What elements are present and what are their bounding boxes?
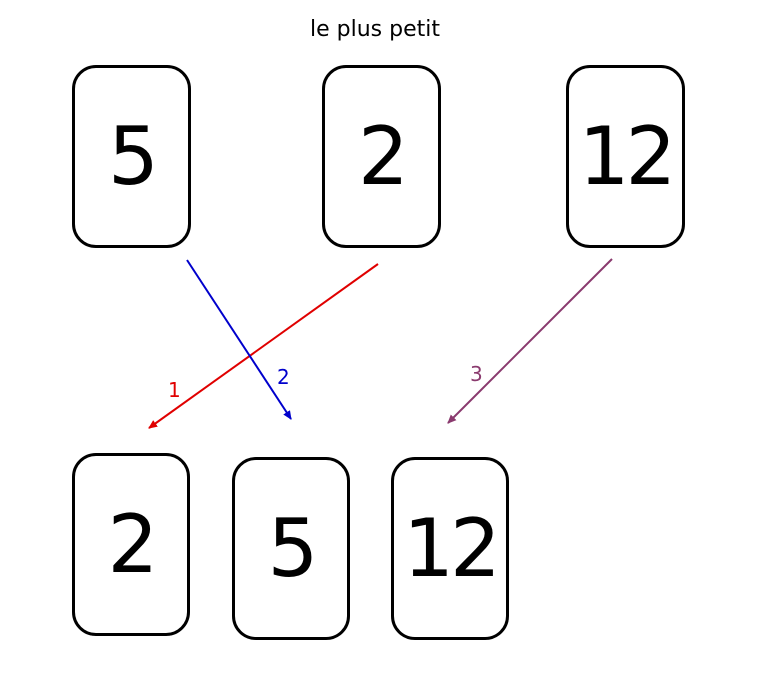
- bottom-card-2: 5: [232, 457, 350, 640]
- diagram-title: le plus petit: [310, 17, 440, 42]
- top-card-1-value: 5: [108, 110, 159, 203]
- bottom-card-2-value: 5: [267, 502, 319, 595]
- arrow-3-line: [447, 258, 613, 424]
- top-card-2-value: 2: [358, 110, 409, 203]
- bottom-card-3-value: 12: [403, 502, 501, 595]
- bottom-card-1-value: 2: [107, 498, 159, 591]
- bottom-card-3: 12: [391, 457, 509, 640]
- arrow-2-line: [186, 259, 292, 420]
- top-card-3-value: 12: [578, 110, 677, 203]
- bottom-card-1: 2: [72, 453, 190, 636]
- arrow-3-label: 3: [470, 362, 483, 386]
- arrow-1-line: [148, 263, 379, 429]
- arrow-2-label: 2: [277, 365, 290, 389]
- top-card-1: 5: [72, 65, 191, 248]
- top-card-2: 2: [322, 65, 441, 248]
- top-card-3: 12: [566, 65, 685, 248]
- arrow-1-label: 1: [168, 378, 181, 402]
